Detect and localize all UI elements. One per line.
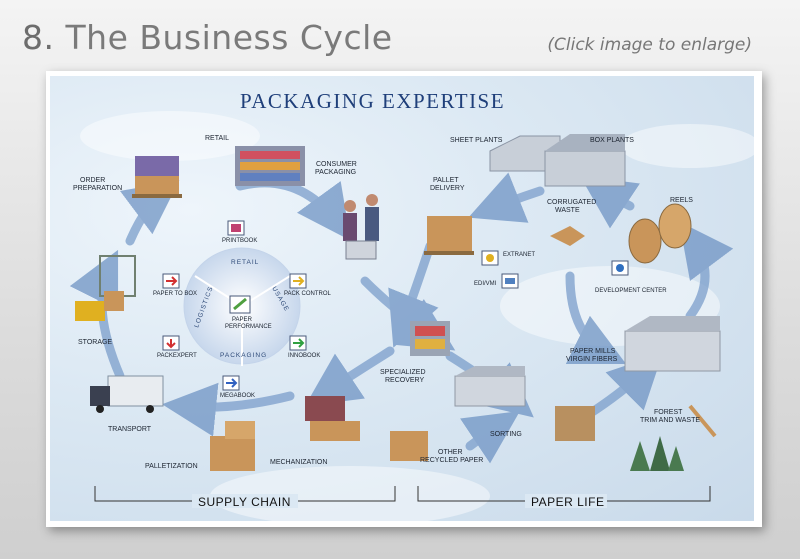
ring-retail: RETAIL (231, 259, 259, 266)
svg-text:TRIM AND WASTE: TRIM AND WASTE (640, 417, 700, 424)
tool-packexpert[interactable]: PACKEXPERT (157, 335, 197, 359)
box-plants-illustration (544, 134, 626, 187)
ring-packaging: PACKAGING (220, 352, 267, 359)
svg-text:EXTRANET: EXTRANET (503, 252, 535, 258)
tool-pack-control[interactable]: PACK CONTROL (284, 273, 332, 297)
paper-mill-illustration (624, 316, 721, 372)
section-title: The Business Cycle (65, 18, 393, 57)
page-heading: 8. The Business Cycle (22, 18, 393, 57)
svg-text:CORRUGATED: CORRUGATED (547, 199, 596, 206)
svg-text:PAPER MILLS: PAPER MILLS (570, 348, 616, 355)
tool-paper-performance[interactable]: PAPER PERFORMANCE (225, 295, 272, 330)
svg-text:TRANSPORT: TRANSPORT (108, 426, 152, 433)
svg-text:PAPER TO BOX: PAPER TO BOX (153, 291, 197, 297)
svg-text:FOREST: FOREST (654, 409, 683, 416)
svg-text:REELS: REELS (670, 197, 693, 204)
svg-text:RETAIL: RETAIL (205, 135, 229, 142)
order-preparation-illustration (132, 156, 182, 198)
svg-text:PERFORMANCE: PERFORMANCE (225, 324, 272, 330)
tool-printbook[interactable]: PRINTBOOK (222, 220, 257, 244)
paper-life-bracket: PAPER LIFE (417, 486, 711, 509)
stage-labels: RETAIL ORDER PREPARATION CONSUMER PACKAG… (73, 135, 700, 470)
flow-arrows (69, 172, 734, 464)
svg-text:RECOVERY: RECOVERY (385, 377, 424, 384)
tool-innobook[interactable]: INNOBOOK (288, 335, 320, 359)
mechanization-illustration (305, 396, 360, 441)
svg-text:WASTE: WASTE (555, 207, 580, 214)
svg-text:SORTING: SORTING (490, 431, 522, 438)
paper-life-label: PAPER LIFE (531, 495, 604, 509)
tool-extranet[interactable]: EXTRANET (481, 250, 535, 266)
svg-text:ORDER: ORDER (80, 177, 105, 184)
svg-text:PAPER: PAPER (232, 317, 253, 323)
transport-truck-illustration (90, 375, 164, 413)
svg-text:SHEET PLANTS: SHEET PLANTS (450, 137, 503, 144)
svg-text:MECHANIZATION: MECHANIZATION (270, 459, 327, 466)
consumer-illustration (343, 194, 379, 260)
tool-paper-to-box[interactable]: PAPER TO BOX (153, 273, 197, 297)
tool-development-center[interactable]: DEVELOPMENT CENTER (595, 260, 667, 294)
svg-text:PALLET: PALLET (433, 177, 459, 184)
svg-text:STORAGE: STORAGE (78, 339, 112, 346)
svg-text:RECYCLED PAPER: RECYCLED PAPER (420, 457, 483, 464)
svg-text:PACK CONTROL: PACK CONTROL (284, 291, 332, 297)
svg-text:DELIVERY: DELIVERY (430, 185, 465, 192)
recycled-bale-illustration (390, 431, 428, 461)
forest-illustration (630, 404, 717, 471)
svg-text:PACKEXPERT: PACKEXPERT (157, 353, 197, 359)
svg-text:PALLETIZATION: PALLETIZATION (145, 463, 198, 470)
svg-text:MEGABOOK: MEGABOOK (220, 393, 255, 399)
svg-text:VIRGIN FIBERS: VIRGIN FIBERS (566, 356, 618, 363)
svg-text:PREPARATION: PREPARATION (73, 185, 122, 192)
svg-text:INNOBOOK: INNOBOOK (288, 353, 320, 359)
svg-text:PRINTBOOK: PRINTBOOK (222, 238, 257, 244)
tool-edi-vmi[interactable]: EDI/VMI (474, 273, 519, 289)
supply-chain-bracket: SUPPLY CHAIN (94, 486, 396, 509)
diagram-frame[interactable]: PACKAGING EXPERTISE RETAIL USAGE (46, 71, 762, 527)
specialized-recovery-illustration (410, 321, 450, 356)
retail-shelves-illustration (235, 146, 305, 186)
svg-text:PACKAGING: PACKAGING (315, 169, 356, 176)
diagram-canvas[interactable]: PACKAGING EXPERTISE RETAIL USAGE (50, 76, 754, 521)
corrugated-waste-illustration (550, 226, 585, 246)
enlarge-hint: (Click image to enlarge) (547, 35, 752, 55)
business-cycle-diagram: PACKAGING EXPERTISE RETAIL USAGE (69, 89, 754, 521)
svg-text:SPECIALIZED: SPECIALIZED (380, 369, 426, 376)
diagram-title: PACKAGING EXPERTISE (240, 89, 505, 113)
sorting-plant-illustration (454, 366, 526, 407)
svg-text:BOX PLANTS: BOX PLANTS (590, 137, 634, 144)
section-number: 8. (22, 18, 55, 57)
bale-illustration (555, 406, 595, 441)
svg-text:OTHER: OTHER (438, 449, 463, 456)
storage-illustration (75, 255, 136, 321)
reels-illustration (628, 203, 692, 264)
svg-text:CONSUMER: CONSUMER (316, 161, 357, 168)
palletization-illustration (210, 421, 255, 471)
tool-megabook[interactable]: MEGABOOK (220, 375, 255, 399)
svg-text:DEVELOPMENT CENTER: DEVELOPMENT CENTER (595, 288, 667, 294)
pallet-delivery-illustration (424, 216, 474, 255)
supply-chain-label: SUPPLY CHAIN (198, 495, 291, 509)
svg-text:EDI/VMI: EDI/VMI (474, 281, 497, 287)
